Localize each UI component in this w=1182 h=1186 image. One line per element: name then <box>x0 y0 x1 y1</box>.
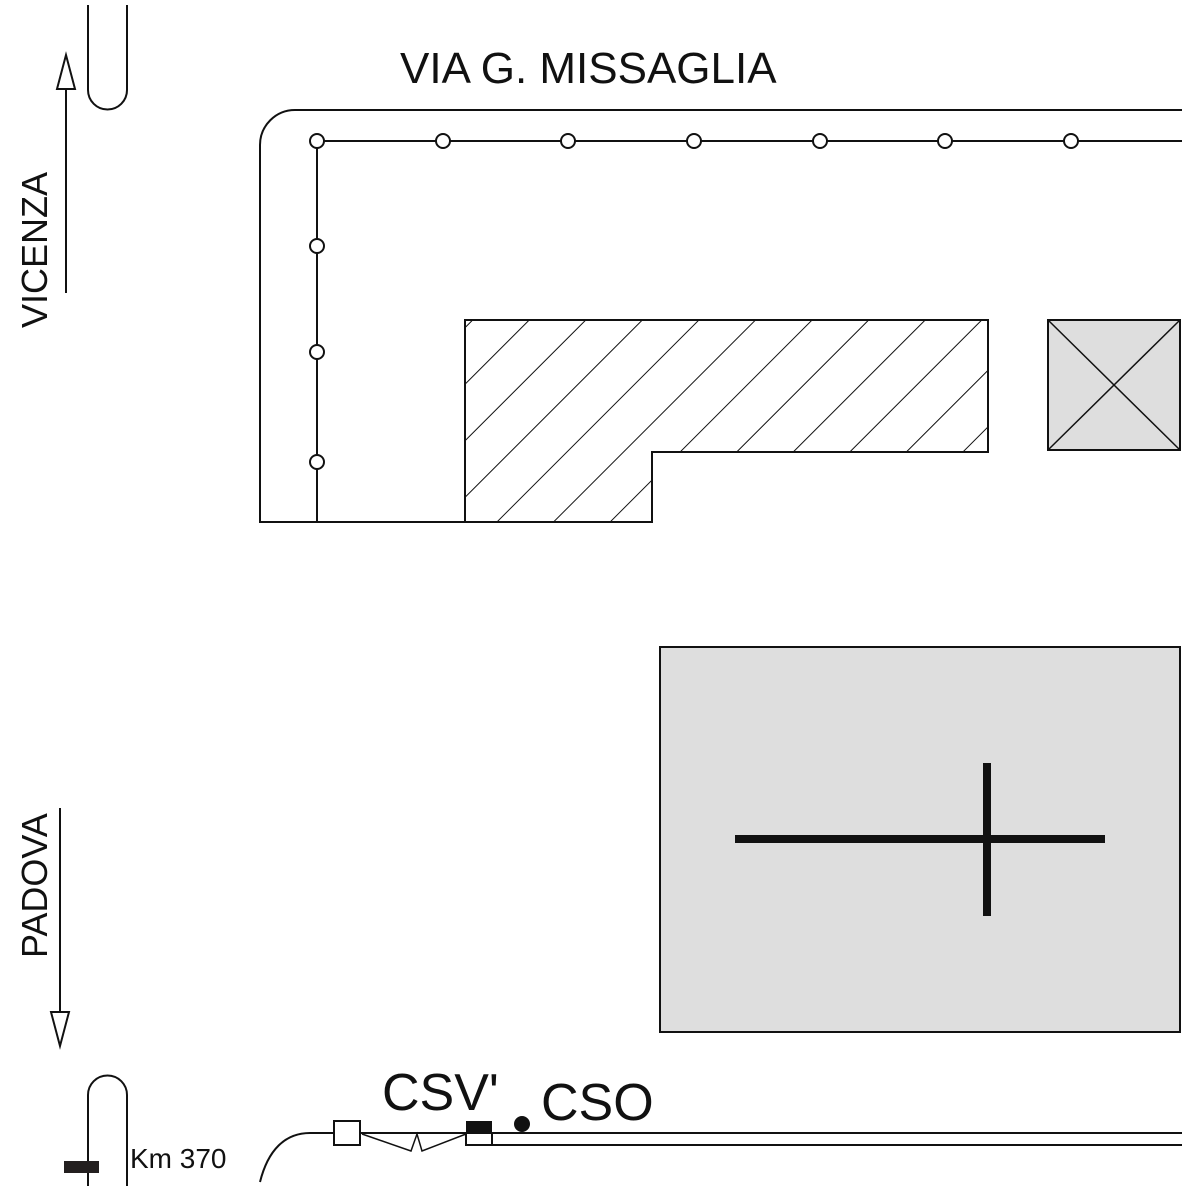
vicenza-arrow <box>55 51 77 293</box>
light-pole <box>309 344 325 360</box>
padova-label: PADOVA <box>14 813 55 958</box>
crossed-box <box>1047 319 1181 451</box>
switch-zigzag <box>361 1131 467 1152</box>
light-pole <box>309 238 325 254</box>
street-name: VIA G. MISSAGLIA <box>400 44 777 93</box>
light-pole <box>560 133 576 149</box>
vicenza-label: VICENZA <box>14 172 55 328</box>
csv-signal-head <box>466 1121 492 1133</box>
light-pole <box>309 133 325 149</box>
bottom-hairpin-track <box>87 1074 128 1186</box>
light-pole <box>937 133 953 149</box>
csv-signal-box <box>465 1132 493 1146</box>
light-pole <box>1063 133 1079 149</box>
light-pole <box>309 454 325 470</box>
station-building <box>659 646 1181 1033</box>
road-outline <box>259 109 1182 523</box>
light-pole <box>435 133 451 149</box>
light-poles <box>309 133 1079 470</box>
padova-arrow <box>49 808 71 1050</box>
light-pole <box>812 133 828 149</box>
top-hairpin-track <box>87 5 128 111</box>
hatched-building <box>464 319 989 523</box>
km-marker: Km 370 <box>130 1143 227 1174</box>
csv-label: CSV' <box>382 1064 499 1122</box>
light-pole <box>686 133 702 149</box>
switch-box <box>333 1120 361 1146</box>
signal-block <box>64 1161 99 1173</box>
cso-label: CSO <box>541 1074 654 1132</box>
cso-signal-dot <box>514 1116 530 1132</box>
main-track-upper <box>259 1132 1182 1183</box>
